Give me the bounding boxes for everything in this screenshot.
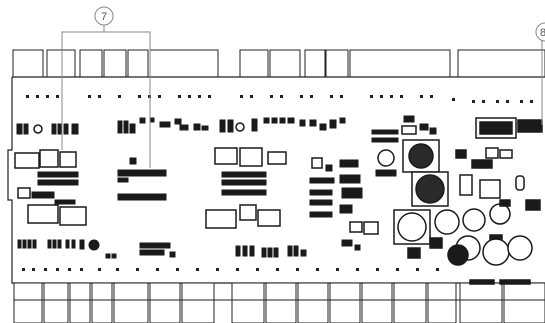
callout-7-leader: [61, 25, 151, 168]
board-outline: [7, 76, 545, 284]
callout-8-circle: [535, 22, 545, 42]
callout-8: 8: [535, 22, 545, 42]
top-dot-row: [26, 95, 533, 103]
callout-7-label: 7: [101, 11, 107, 23]
callout-7-circle: [94, 6, 114, 26]
left-components: [14, 123, 117, 259]
center-right-components: [309, 115, 437, 251]
bottom-dot-row: [22, 268, 439, 271]
bottom-connectors: [13, 282, 545, 323]
center-components: [205, 117, 346, 258]
callout-8-label: 8: [540, 27, 545, 39]
callout-7: 7: [94, 6, 114, 26]
mid-left-components: [117, 117, 209, 258]
top-connectors: [12, 49, 545, 78]
power-section: [393, 117, 543, 285]
